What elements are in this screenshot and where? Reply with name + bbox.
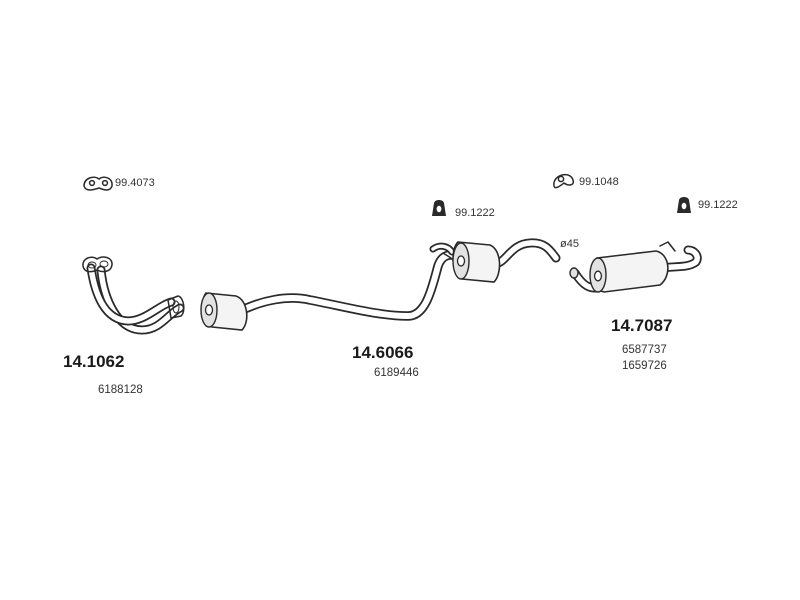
accessory-mount-centre[interactable]: 99.1222 — [432, 200, 495, 219]
oe-number: 1659726 — [622, 360, 667, 372]
oe-number: 6587737 — [622, 344, 667, 356]
accessory-number: 99.1222 — [698, 199, 738, 211]
front-pipe-drawing — [82, 256, 185, 335]
accessory-number: 99.4073 — [115, 177, 155, 189]
part-centre-silencer[interactable]: 14.6066 6189446 ø45 — [200, 238, 579, 379]
rear-silencer-drawing — [569, 241, 702, 293]
part-front-pipe[interactable]: 14.1062 6188128 — [63, 256, 185, 396]
accessory-number: 99.1222 — [455, 207, 495, 219]
accessory-gasket-front[interactable]: 99.4073 — [83, 176, 155, 191]
accessory-mount-rear[interactable]: 99.1222 — [677, 197, 738, 213]
gasket-icon — [553, 173, 575, 189]
part-rear-silencer[interactable]: 14.7087 6587737 1659726 — [569, 241, 702, 372]
oe-number: 6188128 — [98, 384, 143, 396]
gasket-icon — [83, 176, 113, 191]
rubber-mount-icon — [677, 197, 691, 213]
part-number: 14.7087 — [611, 316, 672, 335]
accessory-gasket-rear[interactable]: 99.1048 — [553, 173, 619, 189]
pipe-diameter-label: ø45 — [560, 238, 579, 250]
oe-number: 6189446 — [374, 367, 419, 379]
part-number: 14.1062 — [63, 352, 124, 371]
accessory-number: 99.1048 — [579, 176, 619, 188]
centre-silencer-drawing — [200, 238, 561, 331]
rubber-mount-icon — [432, 200, 446, 216]
part-number: 14.6066 — [352, 343, 413, 362]
